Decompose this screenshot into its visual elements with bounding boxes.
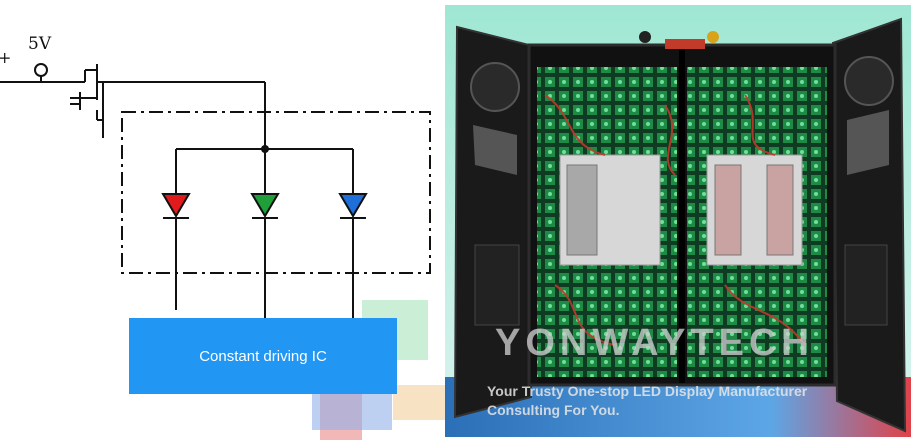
right-cabinet-door [831, 17, 907, 433]
watermark-tagline: Your Trusty One-stop LED Display Manufac… [487, 383, 808, 399]
left-cabinet-door [453, 25, 533, 419]
red-led-icon [161, 193, 191, 218]
right-fan-icon [844, 56, 894, 106]
power-supply-units [559, 154, 803, 266]
driver-ic-block: Constant driving IC [129, 318, 397, 394]
led-package-outline [121, 111, 431, 274]
left-fan-icon [470, 62, 520, 112]
supply-terminal [34, 63, 48, 77]
led-red-branch [161, 149, 191, 310]
watermark-brand: YONWAYTECH [495, 322, 814, 364]
driver-ic-label: Constant driving IC [199, 347, 327, 365]
led-blue-branch [338, 149, 368, 318]
mosfet-switch [70, 64, 265, 138]
supply-voltage-label: 5V [28, 34, 52, 54]
supply-polarity-label: + [0, 48, 12, 67]
watermark-tagline-2: Consulting For You. [487, 402, 620, 418]
blue-led-icon [338, 193, 368, 218]
led-cabinet-photo [445, 5, 911, 437]
led-green-branch [250, 149, 280, 318]
green-led-icon [250, 193, 280, 218]
